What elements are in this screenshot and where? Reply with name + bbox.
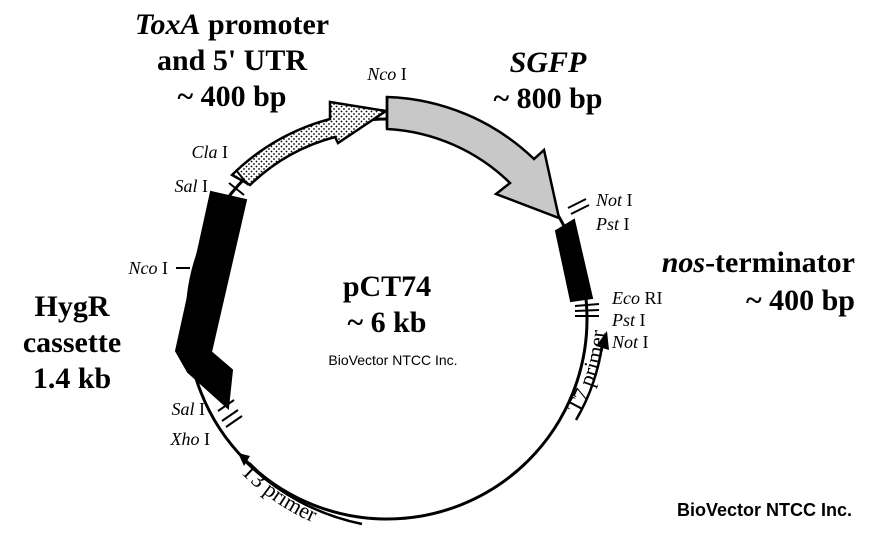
xho-label: Xho I <box>170 429 211 449</box>
hygr-label-line2: cassette <box>23 326 121 359</box>
not-bottom-label: Not I <box>611 332 649 352</box>
not-top-label: Not I <box>595 190 633 210</box>
xho-tick-1 <box>221 409 239 422</box>
t7-primer-label: T7 primer <box>562 328 611 417</box>
nos-size-label: ~ 400 bp <box>746 284 855 317</box>
nos-label: nos-terminator <box>662 246 855 279</box>
toxa-size-label: ~ 400 bp <box>178 80 287 113</box>
xho-tick-2 <box>225 415 243 428</box>
hygr-cassette-arrow <box>174 190 248 411</box>
eco-label: Eco RI <box>611 288 662 308</box>
toxa-label-line1: ToxA promoter <box>135 8 329 41</box>
nos-terminator-block <box>554 218 594 303</box>
t7-primer-arrowhead <box>596 331 609 350</box>
sal-top-label: Sal I <box>174 176 208 196</box>
plasmid-name: pCT74 <box>343 270 431 303</box>
toxa-label-line2: and 5' UTR <box>157 44 307 77</box>
t7-primer-arrow <box>574 344 604 421</box>
corner-watermark: BioVector NTCC Inc. <box>677 500 852 520</box>
pst-top-label: Pst I <box>595 214 630 234</box>
hygr-size-label: 1.4 kb <box>33 362 111 395</box>
sal-bottom-label: Sal I <box>171 399 205 419</box>
toxa-promoter-arrow <box>229 100 390 187</box>
cla-label: Cla I <box>191 142 228 162</box>
t3-primer-label: T3 primer <box>237 458 322 527</box>
sgfp-arrow <box>385 95 561 220</box>
center-watermark: BioVector NTCC Inc. <box>328 352 457 368</box>
pst-bottom-label: Pst I <box>611 310 646 330</box>
hygr-label-line1: HygR <box>35 290 110 323</box>
nco-left-label: Nco I <box>128 258 169 278</box>
plasmid-size: ~ 6 kb <box>348 306 427 339</box>
sgfp-label: SGFP <box>510 46 587 79</box>
sgfp-size-label: ~ 800 bp <box>494 82 603 115</box>
pst-bottom-tick <box>574 309 600 312</box>
eco-tick <box>574 303 600 307</box>
not-top-tick <box>567 198 587 209</box>
sal-bottom-tick <box>217 399 235 412</box>
sal-top-tick <box>228 182 245 196</box>
t3-primer-arrowhead <box>238 453 250 466</box>
nco-top-label: Nco I <box>366 64 407 84</box>
cla-tick <box>235 169 249 186</box>
t3-primer-arrow <box>245 461 363 526</box>
pst-top-tick <box>570 204 590 215</box>
